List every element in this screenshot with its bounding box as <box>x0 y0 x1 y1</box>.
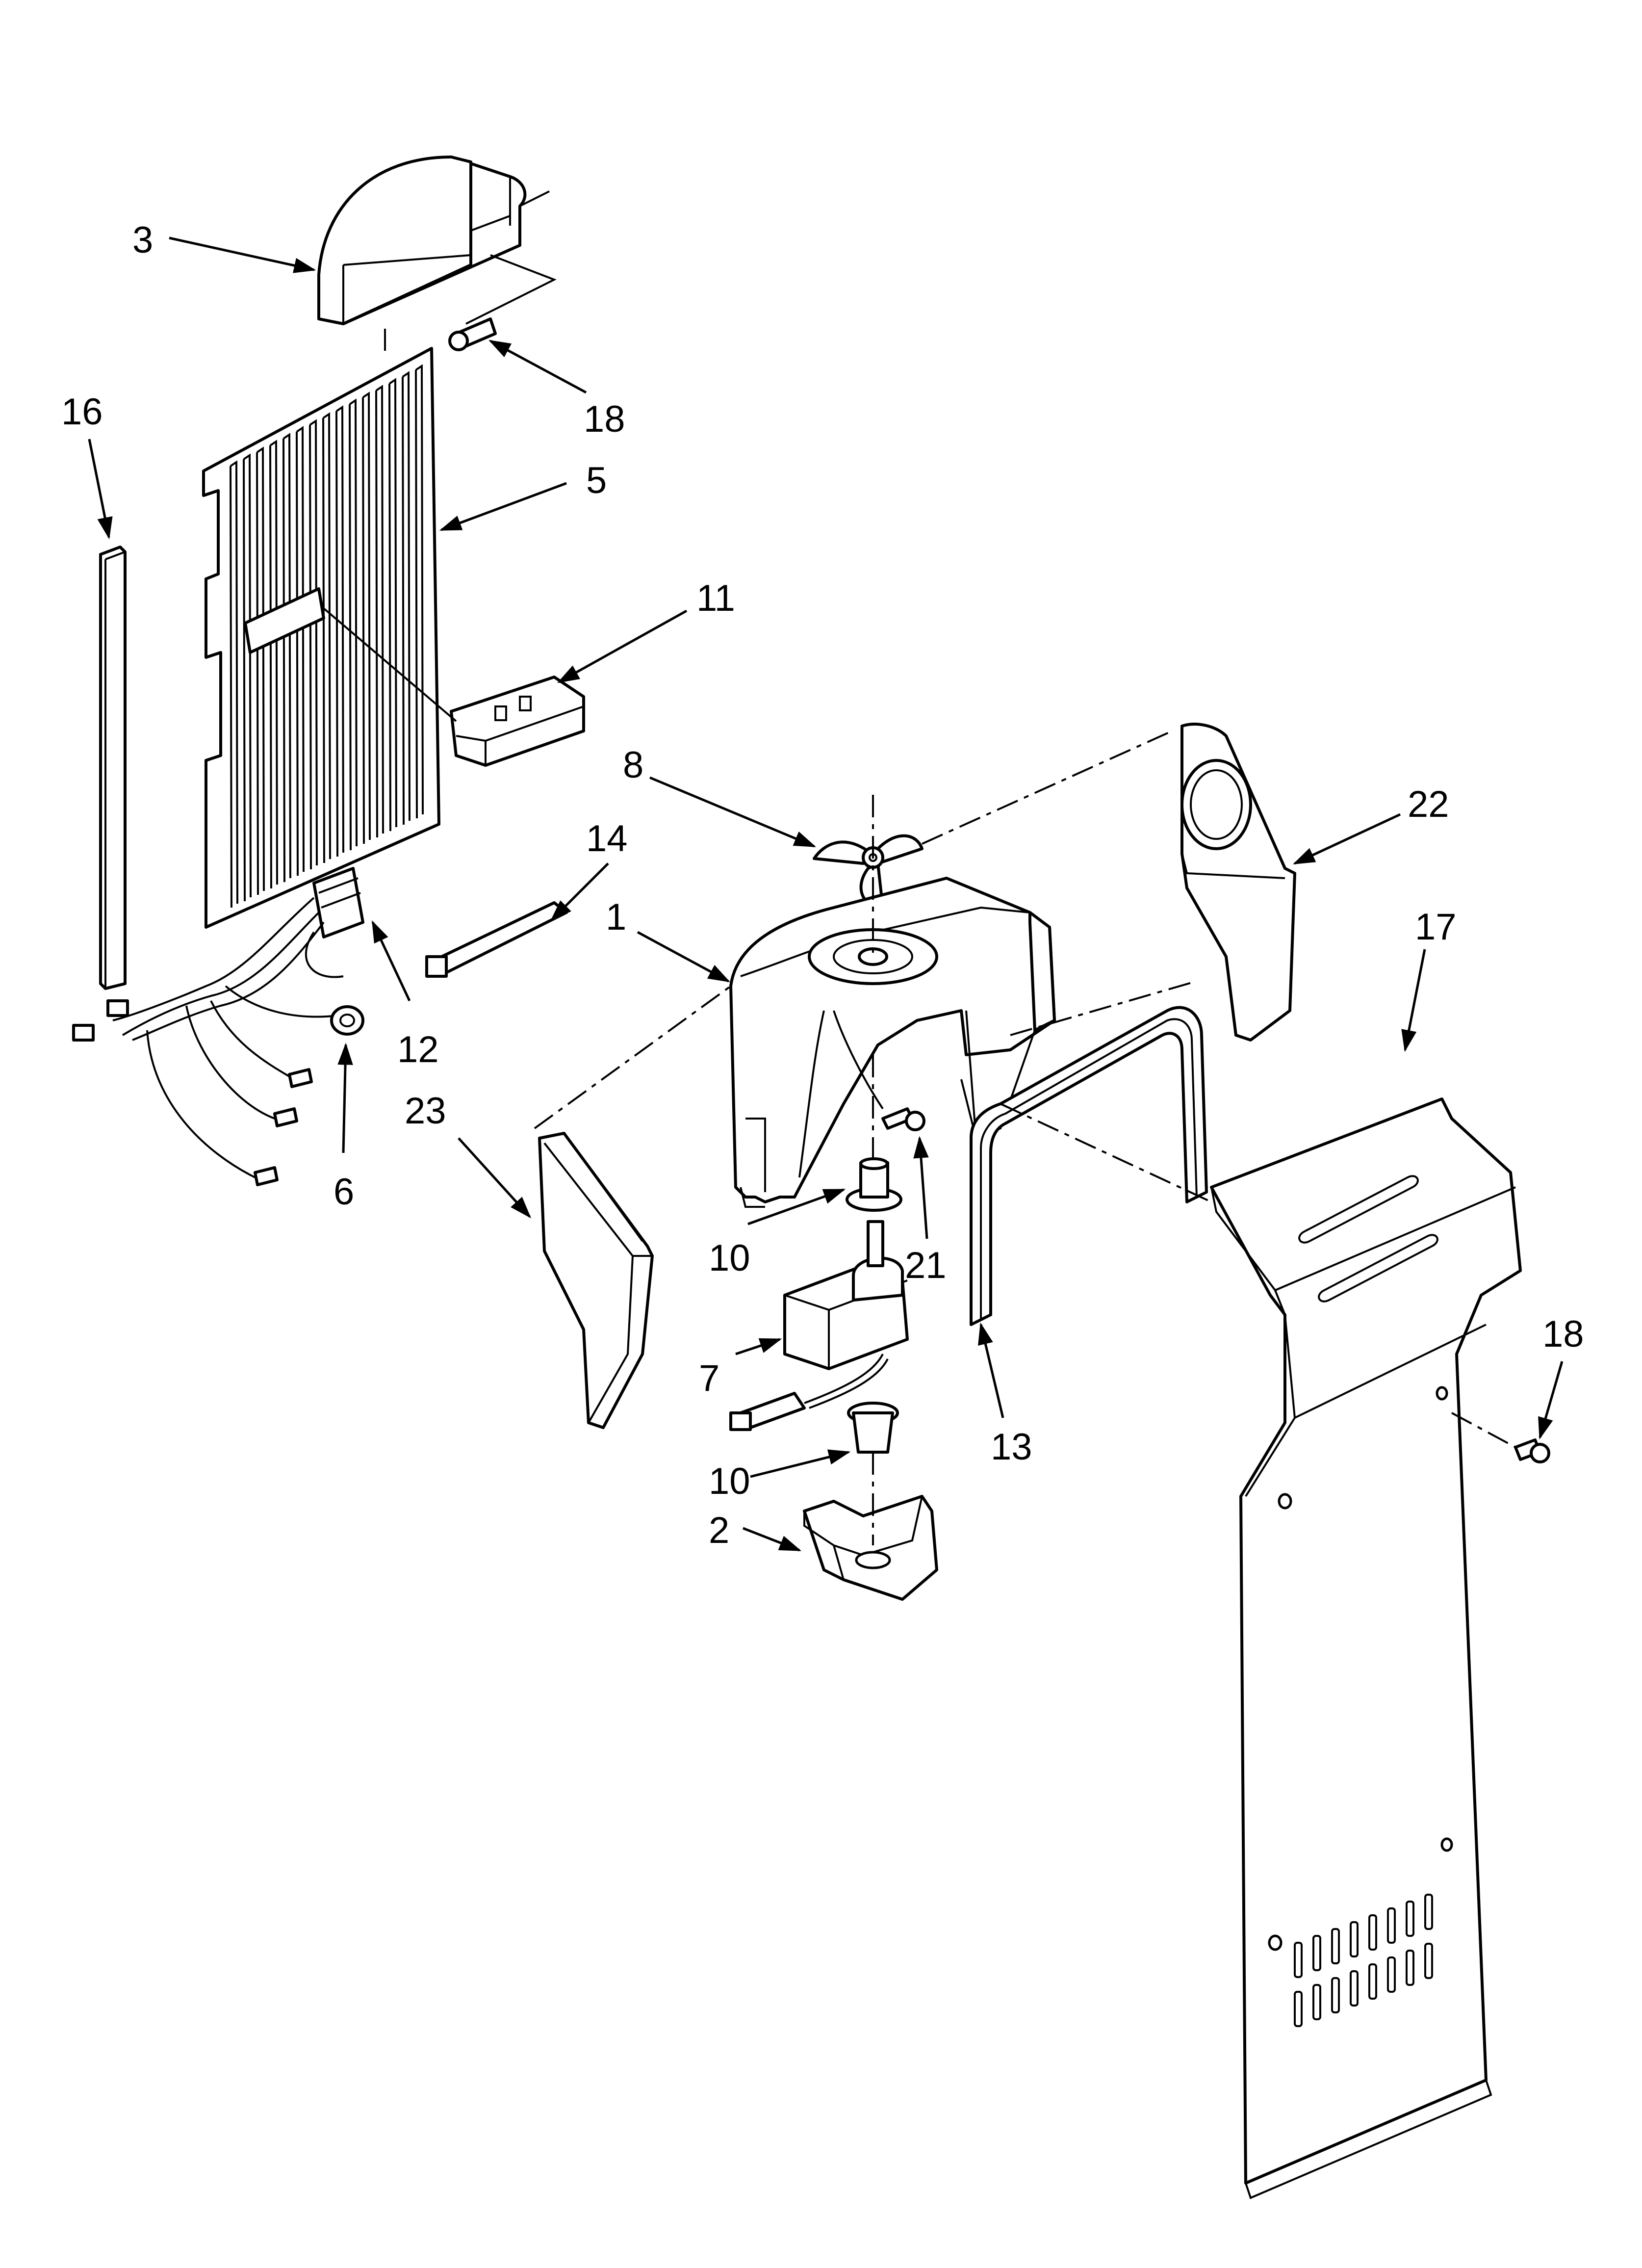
callout-18-upper: 18 <box>584 398 625 440</box>
part-5-evaporator-panel <box>202 347 440 929</box>
callout-5: 5 <box>586 460 607 501</box>
callout-12: 12 <box>397 1029 439 1070</box>
callout-18-lower: 18 <box>1542 1313 1584 1355</box>
callout-17: 17 <box>1415 906 1457 948</box>
vent-slots <box>1294 1894 1433 2027</box>
part-18-screw-upper <box>448 317 497 351</box>
callout-10-lower: 10 <box>709 1460 750 1502</box>
part-11-bracket <box>323 607 585 767</box>
part-14-cable-tie <box>425 901 568 978</box>
part-12-wire-harness <box>72 867 364 1186</box>
callout-10-upper: 10 <box>709 1237 750 1279</box>
callout-7: 7 <box>699 1357 719 1399</box>
part-10-mount-lower <box>847 1402 899 1454</box>
callout-21: 21 <box>905 1245 947 1286</box>
part-21-screw <box>881 1107 925 1131</box>
part-10-mount-upper <box>846 1157 902 1212</box>
callout-11: 11 <box>696 577 735 619</box>
part-6-grommet <box>330 1005 364 1036</box>
callout-13: 13 <box>991 1426 1032 1468</box>
callout-14: 14 <box>586 818 628 860</box>
part-17-rear-panel <box>1210 1097 1522 2199</box>
part-2-motor-bracket <box>803 1495 938 1601</box>
part-1-fan-shroud <box>729 877 1056 1208</box>
callout-8: 8 <box>623 744 643 786</box>
callout-labels: 3 18 5 16 11 8 22 17 14 1 12 6 23 21 10 … <box>61 219 1584 1551</box>
callout-16: 16 <box>61 391 103 433</box>
callout-3: 3 <box>132 219 153 261</box>
leader-arrows <box>88 236 1564 1552</box>
callout-1: 1 <box>606 896 626 938</box>
part-13-gasket <box>970 1006 1208 1326</box>
callout-2: 2 <box>709 1510 729 1551</box>
part-18-screw-lower <box>1514 1438 1550 1463</box>
callout-23: 23 <box>405 1090 446 1132</box>
part-23-insulation-block <box>538 1132 654 1429</box>
part-7-fan-motor <box>729 1220 909 1431</box>
part-22-shroud-plate <box>1180 723 1296 1042</box>
alignment-lines <box>384 329 1516 1545</box>
grille-fins <box>230 364 424 908</box>
callout-22: 22 <box>1408 783 1449 825</box>
part-3-duct-cover <box>317 156 557 325</box>
part-16-foam-strip <box>99 546 127 990</box>
callout-6: 6 <box>334 1171 354 1213</box>
